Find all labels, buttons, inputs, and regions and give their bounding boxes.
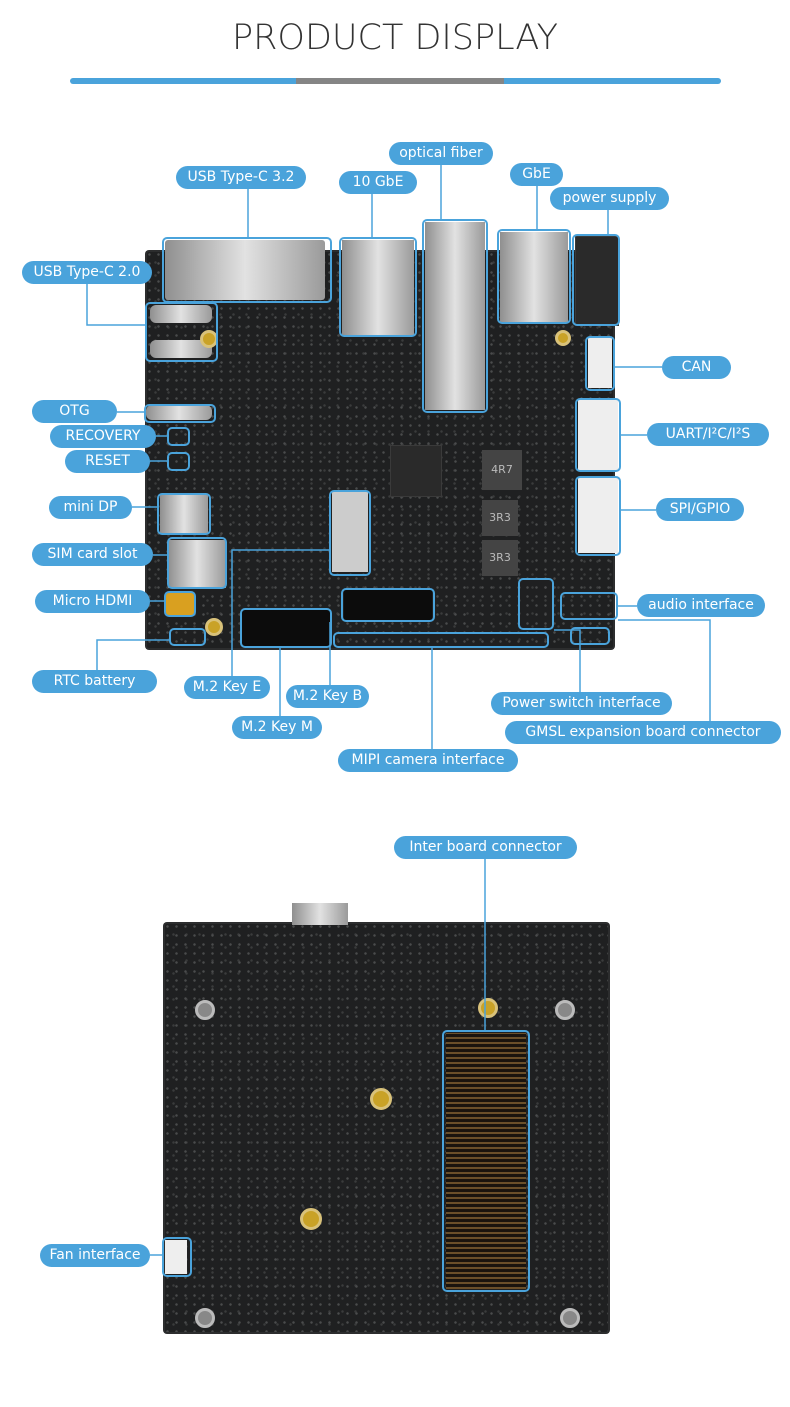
highlight-usb-c-20 (145, 302, 218, 362)
mount-hole (555, 330, 571, 346)
otg-port (146, 405, 212, 420)
mount-hole (205, 618, 223, 636)
screw (555, 1000, 575, 1020)
label-usb-type-c-2-0: USB Type-C 2.0 (22, 261, 152, 284)
label-m2-key-b: M.2 Key B (286, 685, 369, 708)
screw (195, 1000, 215, 1020)
highlight-mipi (333, 632, 549, 648)
inductor-4r7: 4R7 (482, 450, 522, 490)
label-micro-hdmi: Micro HDMI (35, 590, 150, 613)
micro-hdmi-port (166, 593, 194, 615)
highlight-micro-hdmi (164, 591, 196, 617)
label-reset: RESET (65, 450, 150, 473)
title-divider-left (70, 78, 296, 84)
highlight-10gbe (339, 237, 417, 337)
highlight-uart (575, 398, 621, 472)
highlight-m2-key-b (341, 588, 435, 622)
title-divider-right (504, 78, 721, 84)
mount-hole (478, 998, 498, 1018)
m2-key-b-slot (344, 590, 432, 620)
mini-dp-port (160, 495, 208, 533)
label-optical-fiber: optical fiber (389, 142, 493, 165)
usb-c-20-port-1 (150, 305, 212, 323)
sim-slot (168, 540, 226, 588)
uart-header (578, 400, 618, 470)
mount-hole (300, 1208, 322, 1230)
label-10-gbe: 10 GbE (339, 171, 417, 194)
ethernet-10gbe-jack (342, 240, 414, 335)
label-rtc-battery: RTC battery (32, 670, 157, 693)
page-title: PRODUCT DISPLAY (232, 18, 558, 58)
label-power-switch-interface: Power switch interface (491, 692, 672, 715)
highlight-power-switch (518, 578, 554, 630)
label-m2-key-m: M.2 Key M (232, 716, 322, 739)
highlight-fan (162, 1237, 192, 1277)
highlight-otg (144, 404, 216, 423)
highlight-sim (167, 537, 227, 589)
highlight-spi-gpio (575, 476, 621, 556)
highlight-power-supply (572, 234, 620, 326)
inductor-3r3-1: 3R3 (482, 500, 518, 536)
screw (560, 1308, 580, 1328)
label-uart-i2c-i2s: UART/I²C/I²S (647, 423, 769, 446)
highlight-mini-dp (157, 493, 211, 535)
label-otg: OTG (32, 400, 117, 423)
usb-c-32-ports (165, 240, 325, 300)
highlight-gbe (497, 229, 571, 324)
label-spi-gpio: SPI/GPIO (656, 498, 744, 521)
highlight-can (585, 336, 615, 391)
can-header (588, 338, 612, 388)
board-bottom-view (163, 922, 610, 1334)
label-mini-dp: mini DP (49, 496, 132, 519)
highlight-recovery (167, 427, 190, 446)
mount-hole (370, 1088, 392, 1110)
usb-port-rear (292, 903, 348, 925)
inter-board-connector (446, 1033, 526, 1289)
highlight-m2-b-card (329, 490, 371, 576)
usb-c-20-port-2 (150, 340, 212, 358)
highlight-m2-key-m (240, 608, 332, 648)
dc-jack (575, 236, 619, 326)
screw (195, 1308, 215, 1328)
highlight-reset (167, 452, 190, 471)
label-inter-board-connector: Inter board connector (394, 836, 577, 859)
highlight-rtc (169, 628, 206, 646)
highlight-usb-c-32 (162, 237, 332, 303)
label-gmsl-expansion-connector: GMSL expansion board connector (505, 721, 781, 744)
main-chip (390, 445, 442, 497)
highlight-audio (560, 592, 618, 620)
sfp-cage (425, 222, 485, 410)
spi-gpio-header (578, 478, 618, 553)
m2-key-e-slot (242, 610, 330, 646)
inductor-3r3-2: 3R3 (482, 540, 518, 576)
label-gbe: GbE (510, 163, 563, 186)
title-divider-middle (296, 78, 504, 84)
highlight-inter-board (442, 1030, 530, 1292)
label-fan-interface: Fan interface (40, 1244, 150, 1267)
label-sim-card-slot: SIM card slot (32, 543, 153, 566)
label-power-supply: power supply (550, 187, 669, 210)
label-recovery: RECOVERY (50, 425, 156, 448)
label-usb-type-c-3-2: USB Type-C 3.2 (176, 166, 306, 189)
label-m2-key-e: M.2 Key E (184, 676, 270, 699)
label-mipi-camera-interface: MIPI camera interface (338, 749, 518, 772)
highlight-optical-fiber (422, 219, 488, 413)
label-audio-interface: audio interface (637, 594, 765, 617)
fan-header (165, 1240, 187, 1274)
highlight-gmsl (570, 627, 610, 645)
ethernet-gbe-jack (500, 232, 568, 322)
label-can: CAN (662, 356, 731, 379)
m2-key-b-card (332, 492, 368, 572)
